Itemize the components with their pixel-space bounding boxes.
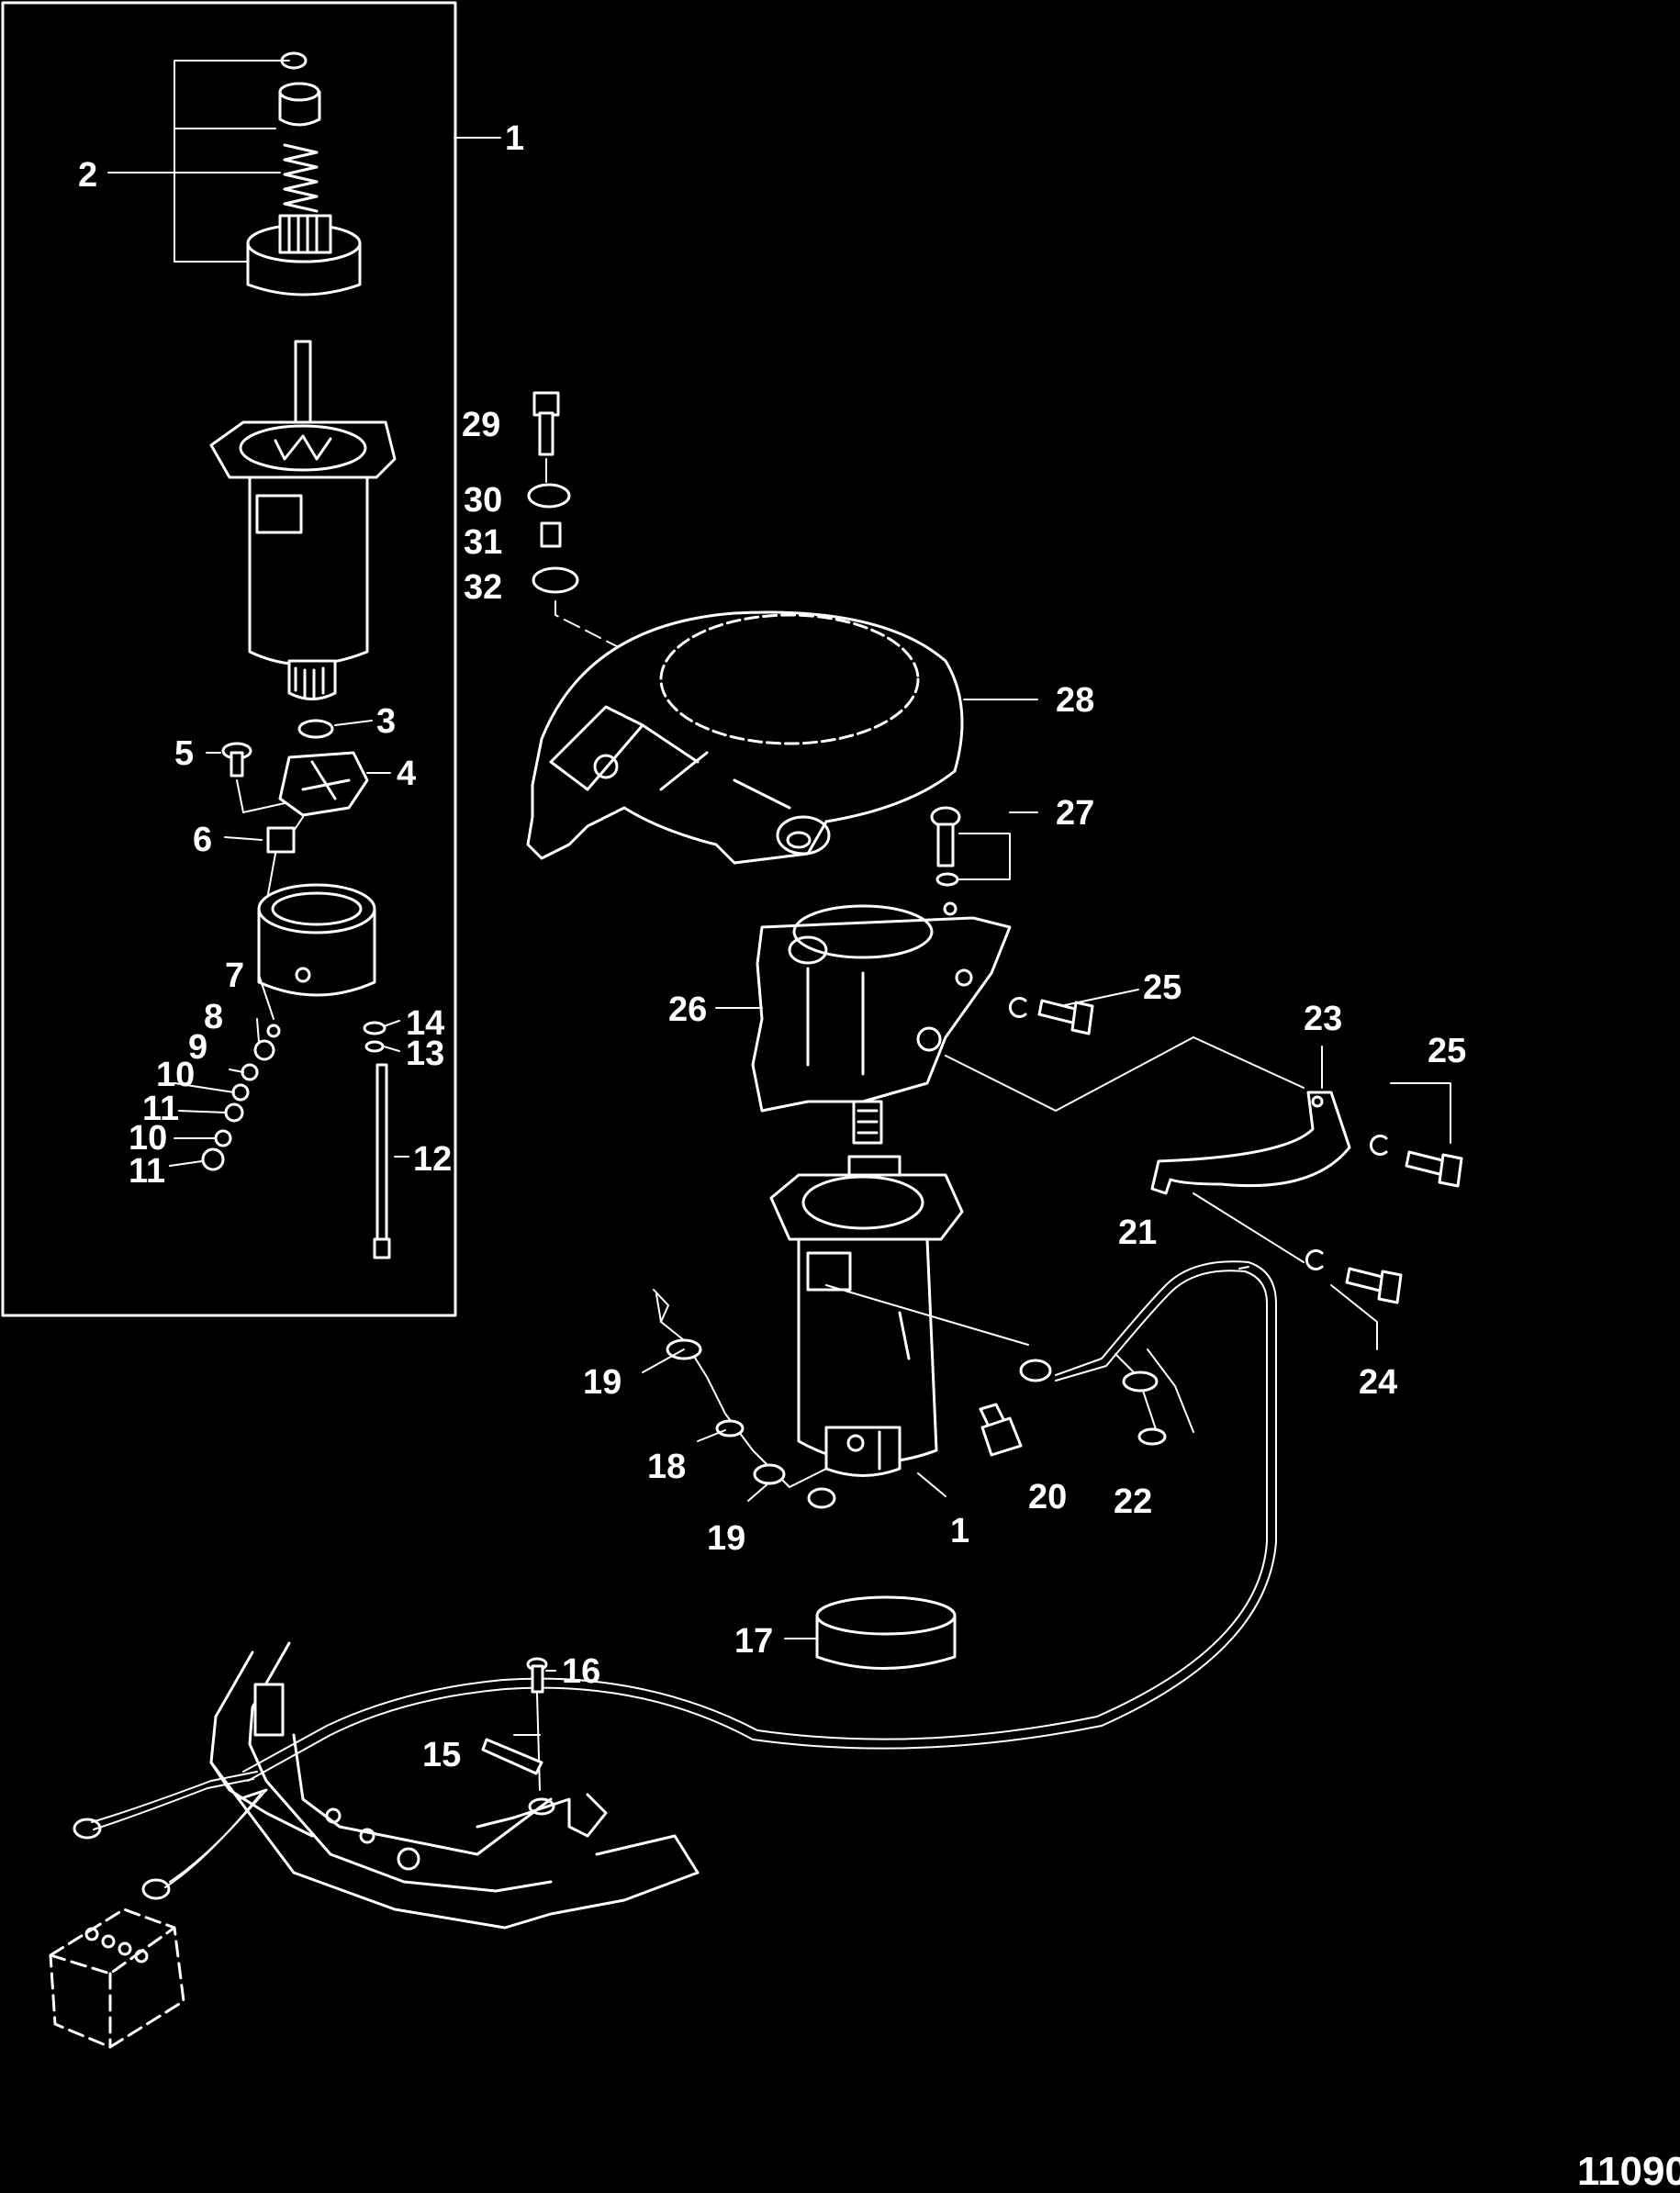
commutator-end-cap xyxy=(257,883,376,997)
callout-32: 32 xyxy=(464,568,502,607)
washer-9 xyxy=(241,1063,259,1081)
callout-20: 20 xyxy=(1028,1478,1067,1516)
callout-14: 14 xyxy=(406,1004,444,1043)
callout-21: 21 xyxy=(1118,1214,1157,1252)
callout-2: 2 xyxy=(78,156,97,195)
callout-15: 15 xyxy=(422,1736,461,1774)
washer-24 xyxy=(1305,1249,1324,1270)
callout-1-inset: 1 xyxy=(505,119,524,158)
washer-10a xyxy=(231,1083,250,1102)
bolt-25-right xyxy=(1405,1150,1463,1188)
leader-screw-5 xyxy=(236,779,286,813)
mounting-bolt-29 xyxy=(532,391,560,456)
pinion-drive xyxy=(246,214,362,297)
through-bolt xyxy=(373,1063,391,1259)
retaining-ring xyxy=(280,51,308,70)
starter-cable-terminal xyxy=(1019,1359,1052,1382)
callout-labels: 1 2 3 4 5 6 7 8 9 10 11 10 11 12 13 14 1… xyxy=(78,119,1466,1774)
ground-cable-terminal xyxy=(481,1738,543,1775)
drive-spring xyxy=(283,143,319,213)
sleeve-31 xyxy=(540,521,562,548)
washer-25-right xyxy=(1369,1135,1388,1156)
starter-motor-frame xyxy=(248,476,369,700)
bolt-27 xyxy=(930,806,961,867)
battery-cables xyxy=(73,1771,267,1900)
inset-frame xyxy=(1,1,457,1317)
positive-battery-cable xyxy=(242,1260,1277,1782)
callout-16: 16 xyxy=(562,1652,600,1691)
brush-screw xyxy=(221,742,252,778)
callout-29: 29 xyxy=(462,406,500,444)
callout-7: 7 xyxy=(225,957,244,995)
lower-mounting-frame xyxy=(209,1641,700,1930)
callout-24: 24 xyxy=(1359,1363,1397,1402)
grommet-32 xyxy=(532,566,579,594)
ground-screw xyxy=(526,1657,548,1694)
starter-motor-assembly xyxy=(769,1100,964,1477)
nut-11b xyxy=(201,1147,225,1171)
callout-1-main: 1 xyxy=(950,1512,969,1550)
terminal-bolt xyxy=(979,1403,1023,1457)
callout-10b: 10 xyxy=(129,1119,167,1158)
starter-mounting-bracket xyxy=(751,901,1012,1113)
callout-25a: 25 xyxy=(1143,968,1182,1007)
callout-10a: 10 xyxy=(156,1056,195,1094)
callout-6: 6 xyxy=(193,821,212,859)
callout-17: 17 xyxy=(734,1622,773,1661)
harness-connector xyxy=(1114,1348,1194,1446)
small-nut-7 xyxy=(266,1024,281,1038)
starter-drive-end-cap xyxy=(209,420,397,479)
washer-13 xyxy=(364,1040,385,1053)
callout-25b: 25 xyxy=(1428,1032,1466,1070)
callout-30: 30 xyxy=(464,481,502,520)
callout-4: 4 xyxy=(397,755,416,793)
callout-13: 13 xyxy=(406,1035,444,1073)
callout-11a: 11 xyxy=(142,1090,179,1128)
callout-23: 23 xyxy=(1304,1000,1342,1038)
starter-sleeve-band xyxy=(815,1595,957,1670)
callout-28: 28 xyxy=(1056,681,1094,720)
callout-8: 8 xyxy=(204,998,223,1036)
callout-22: 22 xyxy=(1114,1483,1152,1521)
callout-18: 18 xyxy=(647,1448,686,1486)
callout-27: 27 xyxy=(1056,794,1094,833)
starter-clamp-strap xyxy=(1150,1091,1351,1195)
starter-lead-cable xyxy=(653,1289,836,1509)
nut-8 xyxy=(253,1039,275,1061)
bolt-24 xyxy=(1345,1267,1403,1304)
grommet-30 xyxy=(527,483,571,509)
ground-terminal-mount xyxy=(528,1797,555,1816)
thrust-washer xyxy=(297,719,334,739)
stop-collar xyxy=(278,82,321,127)
washer-10b xyxy=(214,1129,232,1147)
bracket-item-2 xyxy=(174,60,290,263)
flywheel-cover xyxy=(526,610,964,865)
callout-19a: 19 xyxy=(583,1363,622,1402)
washer-14 xyxy=(363,1021,386,1035)
bolt-25-left xyxy=(1008,997,1094,1035)
callout-26: 26 xyxy=(668,990,707,1029)
callout-9: 9 xyxy=(188,1028,207,1067)
nut-11a xyxy=(224,1102,244,1123)
callout-11b: 11 xyxy=(129,1152,165,1191)
brush-plate xyxy=(278,751,369,817)
figure-number: 11090 xyxy=(1577,2149,1680,2193)
callout-31: 31 xyxy=(464,523,502,562)
callout-12: 12 xyxy=(413,1140,452,1179)
callout-19b: 19 xyxy=(707,1519,745,1558)
callout-3: 3 xyxy=(376,702,396,741)
washer-27 xyxy=(935,872,959,887)
terminal-block xyxy=(266,826,296,854)
callout-5: 5 xyxy=(174,734,194,773)
leader-lines xyxy=(107,137,1249,1736)
battery xyxy=(49,1908,185,2049)
